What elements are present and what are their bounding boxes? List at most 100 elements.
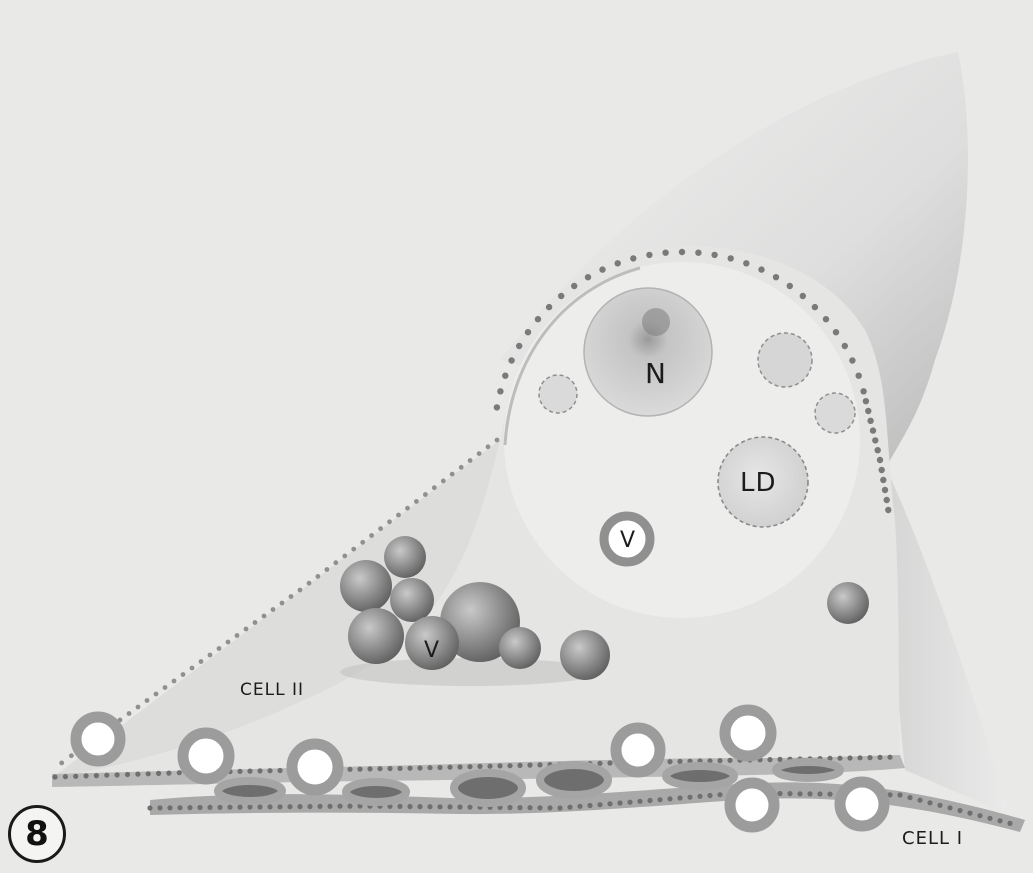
membrane-bead [84,773,89,778]
membrane-bead [667,759,672,764]
membrane-bead [437,765,442,770]
membrane-bead [115,772,120,777]
membrane-bead [457,804,462,809]
membrane-bead [307,581,312,586]
membrane-bead [767,757,772,762]
membrane-bead [235,633,240,638]
membrane-bead [607,760,612,765]
membrane-bead [227,805,232,810]
membrane-bead [447,804,452,809]
membrane-bead [477,764,482,769]
membrane-bead [707,793,712,798]
membrane-bead [860,388,866,394]
membrane-bead [527,805,532,810]
membrane-bead [875,447,881,453]
membrane-bead [208,653,213,658]
membrane-bead [637,799,642,804]
membrane-bead [597,802,602,807]
membrane-bead [172,679,177,684]
membrane-bead [297,804,302,809]
membrane-bead [177,770,182,775]
membrane-bead [571,283,577,289]
membrane-bead [52,774,57,779]
membrane-bead [317,804,322,809]
membrane-bead [557,805,562,810]
membrane-bead [146,771,151,776]
membrane-bead [337,804,342,809]
membrane-bead [787,283,793,289]
membrane-bead [494,404,500,410]
membrane-bead [711,252,717,258]
membrane-bead [237,805,242,810]
membrane-bead [450,472,455,477]
membrane-bead [657,797,662,802]
membrane-bead [457,764,462,769]
membrane-bead [360,540,365,545]
membrane-bead [298,588,303,593]
membrane-bead [244,627,249,632]
membrane-bead [253,620,258,625]
membrane-bead [486,444,491,449]
membrane-bead [181,672,186,677]
membrane-bead [997,818,1002,823]
membrane-bead [177,805,182,810]
membrane-bead [667,796,672,801]
membrane-bead [927,800,932,805]
cell-i-label: CELL I [902,828,963,849]
membrane-bead [369,533,374,538]
membrane-bead [877,457,883,463]
membrane-bead [136,705,141,710]
membrane-bead [154,692,159,697]
membrane-bead [717,792,722,797]
membrane-bead [237,769,242,774]
membrane-bead [856,373,862,379]
nucleolus [642,308,670,336]
membrane-bead [773,274,779,280]
membrane-bead [787,791,792,796]
membrane-bead [367,766,372,771]
membrane-bead [687,795,692,800]
membrane-bead [977,813,982,818]
membrane-bead [517,763,522,768]
membrane-bead [277,804,282,809]
membrane-bead [405,506,410,511]
membrane-bead [104,773,109,778]
membrane-bead [502,373,508,379]
membrane-bead [677,795,682,800]
membrane-bead [1007,821,1012,826]
membrane-bead [226,640,231,645]
membrane-bead [267,768,272,773]
membrane-bead [289,594,294,599]
membrane-bead [387,766,392,771]
membrane-bead [280,601,285,606]
membrane-bead [397,804,402,809]
membrane-bead [267,804,272,809]
organelle-small-left [539,375,577,413]
membrane-bead [758,266,764,272]
membrane-bead [577,804,582,809]
membrane-bead [197,805,202,810]
membrane-bead [145,698,150,703]
membrane-bead [287,804,292,809]
membrane-bead [59,761,64,766]
membrane-bead [535,316,541,322]
membrane-bead [857,755,862,760]
membrane-bead [387,519,392,524]
membrane-bead [207,805,212,810]
membrane-bead [166,771,171,776]
membrane-bead [347,767,352,772]
membrane-bead [477,451,482,456]
membrane-bead [879,467,885,473]
membrane-bead [508,357,514,363]
membrane-bead [599,266,605,272]
membrane-bead [516,343,522,349]
membrane-bead [262,614,267,619]
membrane-bead [187,805,192,810]
membrane-bead [987,816,992,821]
membrane-bead [728,255,734,261]
membrane-bead [414,499,419,504]
membrane-bead [396,513,401,518]
membrane-bead [679,249,685,255]
membrane-bead [417,765,422,770]
